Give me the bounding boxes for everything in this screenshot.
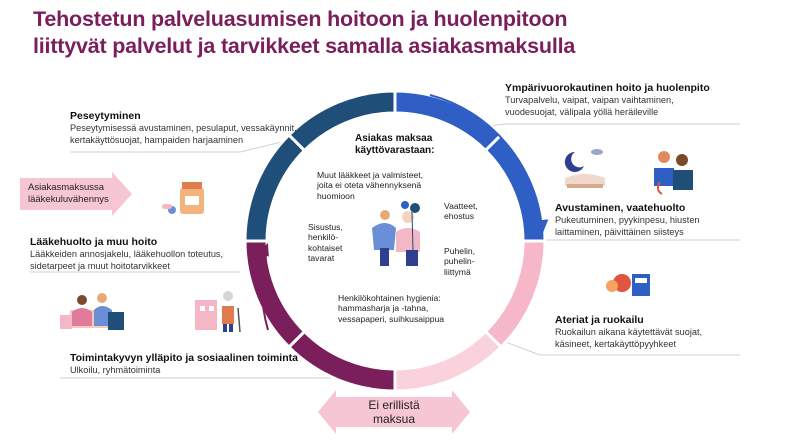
center-puhelin-line: Puhelin, bbox=[444, 246, 476, 256]
avustaminen-text-2: laittaminen, päivittäinen siisteys bbox=[555, 226, 684, 237]
ateriat-heading: Ateriat ja ruokailu bbox=[555, 314, 644, 326]
inner-circle bbox=[268, 114, 522, 368]
ateriat-text-1: Ruokailun aikana käytettävät suojat, bbox=[555, 327, 703, 337]
peseytyminen-block: Peseytyminen Peseytymisessä avustaminen,… bbox=[70, 110, 297, 146]
ymparivuorokautinen-text-2: vuodesuojat, välipala yöllä heräileville bbox=[505, 106, 659, 117]
peseytyminen-text-2: kertakäyttösuojat, hampaiden harjaaminen bbox=[70, 134, 244, 145]
laakehuolto-heading: Lääkehuolto ja muu hoito bbox=[30, 236, 158, 248]
food-basket-icon bbox=[606, 274, 650, 296]
ymparivuorokautinen-text-1: Turvapalvelu, vaipat, vaipan vaihtaminen… bbox=[505, 95, 674, 105]
laakehuolto-text-1: Lääkkeiden annosjakelu, lääkehuollon tot… bbox=[30, 249, 224, 259]
ateriat-block: Ateriat ja ruokailu Ruokailun aikana käy… bbox=[555, 314, 702, 350]
center-vaatteet-line: ehostus bbox=[444, 211, 475, 222]
peseytyminen-text-1: Peseytymisessä avustaminen, pesulaput, v… bbox=[70, 123, 297, 133]
center-people-icon bbox=[372, 201, 420, 266]
avustaminen-text-1: Pukeutuminen, pyykinpesu, hiusten bbox=[555, 215, 700, 225]
laakekuluvahennys-arrow: Asiakasmaksussa lääkekuluvähennys bbox=[20, 172, 132, 216]
center-muut-line: Muut lääkkeet ja valmisteet, bbox=[317, 170, 424, 180]
center-sisustus-line: Sisustus, bbox=[308, 222, 343, 232]
arrow-label-line-1: Asiakasmaksussa bbox=[28, 182, 105, 193]
ring-segment bbox=[286, 89, 397, 153]
center-muut: Muut lääkkeet ja valmisteet, joita ei ot… bbox=[317, 170, 423, 201]
center-hygienia: Henkilökohtainen hygienia: hammasharja j… bbox=[338, 293, 444, 324]
nurse-patient-icon bbox=[654, 151, 693, 195]
center-heading: Asiakas maksaa käyttövarastaan: bbox=[355, 133, 434, 157]
ring-segments bbox=[243, 89, 547, 393]
center-muut-line: joita ei oteta vähennyksenä bbox=[317, 180, 422, 191]
bottom-arrow-line-2: maksua bbox=[372, 412, 416, 426]
ymparivuorokautinen-block: Ympärivuorokautinen hoito ja huolenpito … bbox=[505, 82, 710, 118]
purple-cycle-arrow bbox=[258, 240, 274, 331]
center-vaatteet: Vaatteet, ehostus bbox=[444, 201, 478, 222]
peseytyminen-heading: Peseytyminen bbox=[70, 110, 141, 122]
center-hygienia-line: Henkilökohtainen hygienia: bbox=[338, 293, 441, 303]
avustaminen-heading: Avustaminen, vaatehuolto bbox=[555, 202, 686, 214]
center-puhelin-line: puhelin- bbox=[444, 256, 475, 267]
title-line-1: Tehostetun palveluasumisen hoitoon ja hu… bbox=[33, 7, 568, 31]
toimintakyky-block: Toimintakyvyn ylläpito ja sosiaalinen to… bbox=[70, 352, 298, 377]
center-heading-line-2: käyttövarastaan: bbox=[355, 145, 435, 156]
ei-erillista-maksua-arrow: Ei erillistä maksua bbox=[318, 390, 470, 434]
laakehuolto-block: Lääkehuolto ja muu hoito Lääkkeiden anno… bbox=[30, 236, 223, 272]
arrow-label-line-2: lääkekuluvähennys bbox=[28, 194, 109, 205]
title-line-2: liittyvät palvelut ja tarvikkeet samalla… bbox=[33, 34, 576, 58]
laakehuolto-text-2: sidetarpeet ja muut hoitotarvikkeet bbox=[30, 260, 170, 271]
center-sisustus-line: henkilö- bbox=[308, 232, 339, 243]
center-muut-line: huomioon bbox=[317, 190, 355, 201]
center-sisustus: Sisustus, henkilö- kohtaiset tavarat bbox=[308, 222, 343, 264]
center-sisustus-line: kohtaiset bbox=[308, 242, 343, 253]
moon-cloud-icon bbox=[564, 149, 605, 188]
ymparivuorokautinen-heading: Ympärivuorokautinen hoito ja huolenpito bbox=[505, 82, 710, 94]
blue-cycle-arrow bbox=[429, 94, 549, 236]
center-puhelin-line: liittymä bbox=[444, 266, 471, 277]
toimintakyky-text-1: Ulkoilu, ryhmätoiminta bbox=[70, 365, 161, 375]
center-sisustus-line: tavarat bbox=[308, 253, 335, 264]
ateriat-text-2: käsineet, kertakäyttöpyyhkeet bbox=[555, 338, 677, 349]
center-hygienia-line: vessapaperi, suihkusaippua bbox=[338, 313, 445, 324]
bottom-arrow-line-1: Ei erillistä bbox=[368, 398, 420, 412]
center-hygienia-line: hammasharja ja -tahna, bbox=[338, 303, 429, 314]
walking-elderly-icon bbox=[195, 291, 241, 333]
medicine-bottle-icon bbox=[162, 182, 204, 214]
page-title: Tehostetun palveluasumisen hoitoon ja hu… bbox=[33, 6, 773, 60]
people-group-icon bbox=[60, 293, 124, 330]
toimintakyky-heading: Toimintakyvyn ylläpito ja sosiaalinen to… bbox=[70, 352, 298, 364]
center-heading-line-1: Asiakas maksaa bbox=[355, 133, 433, 144]
center-puhelin: Puhelin, puhelin- liittymä bbox=[444, 246, 475, 277]
center-vaatteet-line: Vaatteet, bbox=[444, 201, 478, 211]
avustaminen-block: Avustaminen, vaatehuolto Pukeutuminen, p… bbox=[555, 202, 700, 238]
